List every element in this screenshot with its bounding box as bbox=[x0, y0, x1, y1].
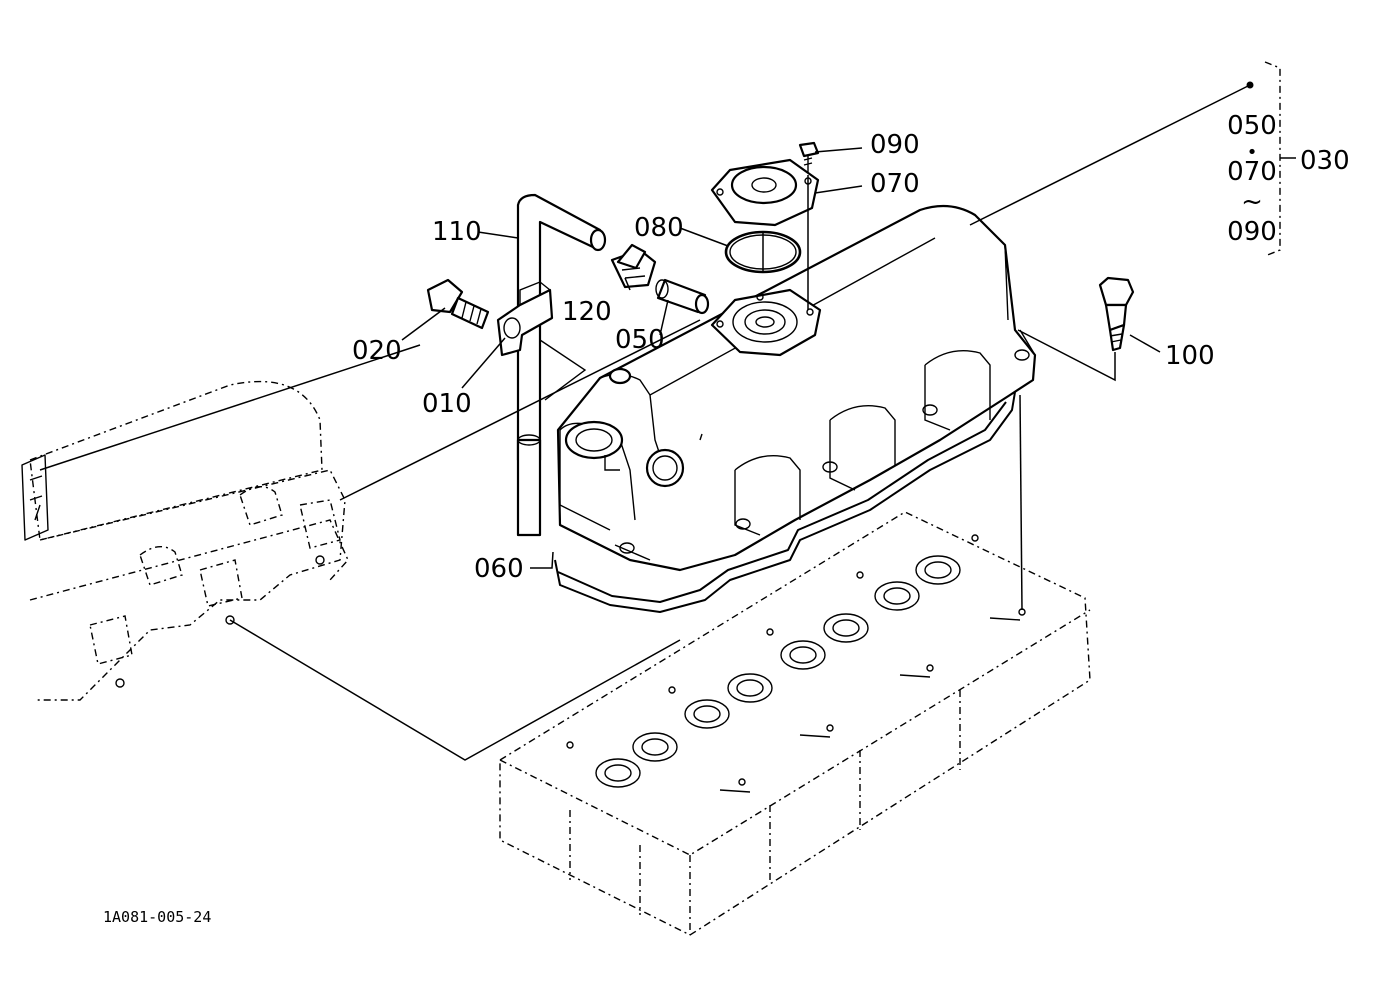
drawing-code: 1A081-005-24 bbox=[103, 908, 211, 926]
callout-080: 080 bbox=[634, 213, 684, 243]
callout-labels: 110 020 010 120 050 080 090 070 100 060 bbox=[352, 130, 1215, 584]
set-item-090: 090 bbox=[1227, 217, 1277, 247]
callout-090: 090 bbox=[870, 130, 920, 160]
callout-050: 050 bbox=[615, 325, 665, 355]
breather-tube-050 bbox=[655, 278, 710, 315]
cylinder-head bbox=[499, 511, 1091, 936]
breather-pipe-110 bbox=[516, 193, 607, 537]
callout-100: 100 bbox=[1165, 341, 1215, 371]
callout-070: 070 bbox=[870, 169, 920, 199]
hose-clip-120 bbox=[610, 243, 657, 289]
bolt-100 bbox=[1098, 276, 1135, 352]
valve-seats bbox=[595, 555, 961, 788]
oil-filler-seat bbox=[710, 288, 822, 357]
rocker-arm-cover bbox=[554, 204, 1037, 613]
callout-leaders bbox=[39, 81, 1254, 569]
callout-010: 010 bbox=[422, 389, 472, 419]
set-range-mark: ~ bbox=[1241, 187, 1263, 217]
manifold-leader-line bbox=[229, 619, 681, 761]
callout-120: 120 bbox=[562, 297, 612, 327]
set-item-070: 070 bbox=[1227, 157, 1277, 187]
oil-filler-cap-070 bbox=[710, 158, 820, 227]
exhaust-manifold bbox=[21, 380, 349, 701]
set-item-050: 050 bbox=[1227, 111, 1277, 141]
screw-090 bbox=[798, 141, 820, 172]
callout-020: 020 bbox=[352, 336, 402, 366]
bolt-axis-line bbox=[1019, 394, 1023, 611]
bolt-100-bracket-line bbox=[1017, 329, 1116, 382]
callout-110: 110 bbox=[432, 217, 482, 247]
set-number-030: 030 bbox=[1300, 146, 1350, 176]
pipe-clamp-010 bbox=[496, 281, 554, 357]
set-bracket: 050 • 070 ~ 090 030 bbox=[1227, 61, 1350, 257]
set-separator-dot: • bbox=[1247, 142, 1258, 163]
bolt-020 bbox=[426, 278, 490, 330]
callout-060: 060 bbox=[474, 554, 524, 584]
